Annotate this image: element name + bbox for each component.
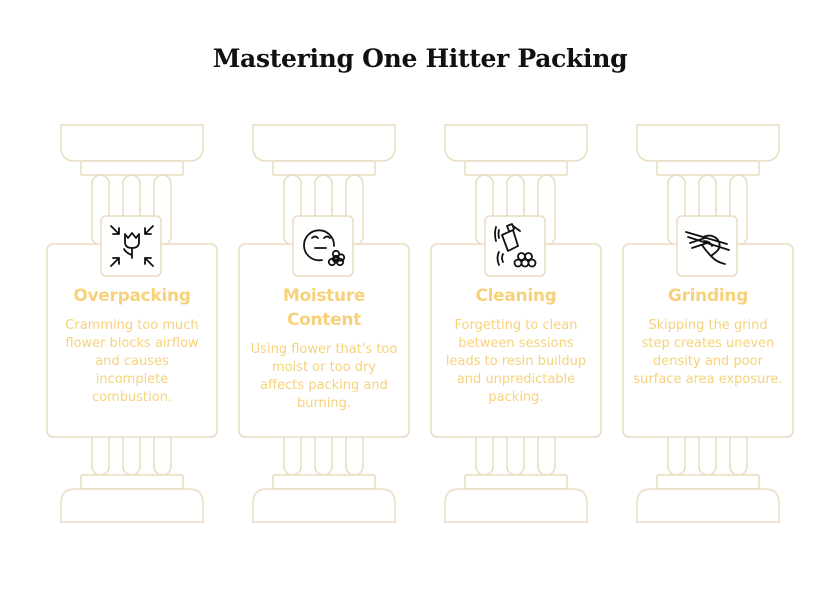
card-title: Overpacking bbox=[73, 286, 191, 306]
card-description: Skipping the grind step creates uneven d… bbox=[633, 318, 783, 387]
card-moisture-content: Moisture Content Using flower that's too… bbox=[249, 284, 399, 413]
icon-box-cleaning bbox=[484, 215, 546, 277]
card-title: Grinding bbox=[667, 286, 749, 306]
card-cleaning: Cleaning Forgetting to clean between ses… bbox=[441, 284, 591, 407]
icon-box-moisture-content bbox=[292, 215, 354, 277]
card-grinding: Grinding Skipping the grind step creates… bbox=[633, 284, 783, 389]
card-title: Moisture Content bbox=[282, 286, 366, 330]
card-title: Cleaning bbox=[475, 286, 557, 306]
card-description: Using flower that's too moist or too dry… bbox=[250, 342, 398, 411]
compress-flower-icon bbox=[110, 225, 154, 267]
card-overpacking: Overpacking Cramming too much flower blo… bbox=[57, 284, 207, 407]
grinding-hand-icon bbox=[685, 231, 730, 265]
card-description: Forgetting to clean between sessions lea… bbox=[445, 318, 587, 405]
page-title: Mastering One Hitter Packing bbox=[212, 44, 628, 73]
moisture-face-flower-icon bbox=[303, 229, 346, 267]
icon-box-overpacking bbox=[100, 215, 162, 277]
spray-bottle-icon bbox=[494, 223, 537, 268]
icon-box-grinding bbox=[676, 215, 738, 277]
card-description: Cramming too much flower blocks airflow … bbox=[65, 318, 199, 405]
